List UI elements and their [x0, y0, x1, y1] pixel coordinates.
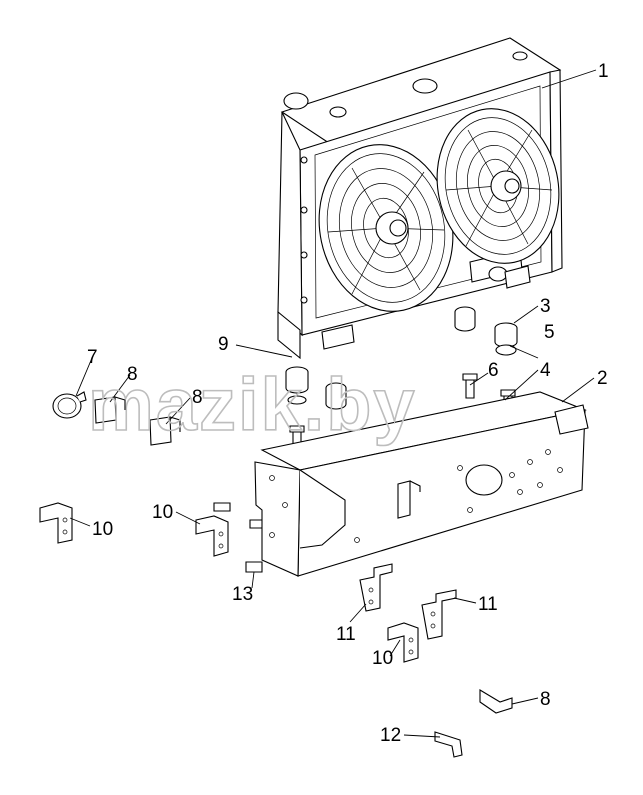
fan-right-icon: [436, 108, 560, 264]
bracket-11-center: [359, 563, 393, 612]
rubber-mount-upper: [454, 306, 476, 332]
bracket-10-mid: [195, 515, 229, 557]
callouts: 1 2 3 4 5 6 7 8 8 8 9 10 10 10 11 11 12 …: [87, 61, 609, 746]
rubber-mount-left: [285, 366, 309, 405]
callout-4: 4: [540, 360, 551, 381]
bracket-11-right: [421, 589, 457, 640]
bracket-10-left: [39, 502, 73, 544]
leader-lines: [69, 69, 597, 738]
callout-13: 13: [232, 584, 253, 605]
callout-11-right: 11: [478, 594, 498, 615]
rubber-mount-mid: [325, 382, 347, 410]
bracket-12: [434, 731, 463, 758]
fan-left-icon: [318, 144, 454, 312]
callout-7: 7: [87, 347, 98, 368]
callout-8-lower: 8: [540, 689, 551, 710]
callout-12: 12: [380, 725, 401, 746]
bracket-10-right: [387, 622, 419, 663]
callout-3: 3: [540, 296, 551, 317]
bracket-8-lower: [479, 689, 513, 714]
callout-6: 6: [488, 360, 499, 381]
hose-clamp: [52, 391, 87, 419]
callout-10-right: 10: [372, 648, 393, 669]
radiator-assembly: [277, 37, 563, 360]
callout-1: 1: [598, 61, 609, 82]
callout-8-mid: 8: [192, 387, 203, 408]
callout-5: 5: [544, 322, 555, 343]
rubber-mount-3: [494, 322, 518, 348]
bracket-8-left: [94, 396, 126, 424]
callout-8-left: 8: [127, 364, 138, 385]
mounting-frame: [254, 391, 589, 577]
bracket-8-mid: [149, 416, 181, 446]
callout-10-left: 10: [92, 519, 113, 540]
callout-2: 2: [597, 368, 608, 389]
callout-11-center: 11: [336, 624, 356, 645]
callout-10-mid: 10: [152, 502, 173, 523]
washer-5: [495, 344, 517, 356]
callout-9: 9: [218, 334, 229, 355]
bolt-13: [245, 561, 263, 573]
watermark: mazik.by: [88, 363, 417, 446]
